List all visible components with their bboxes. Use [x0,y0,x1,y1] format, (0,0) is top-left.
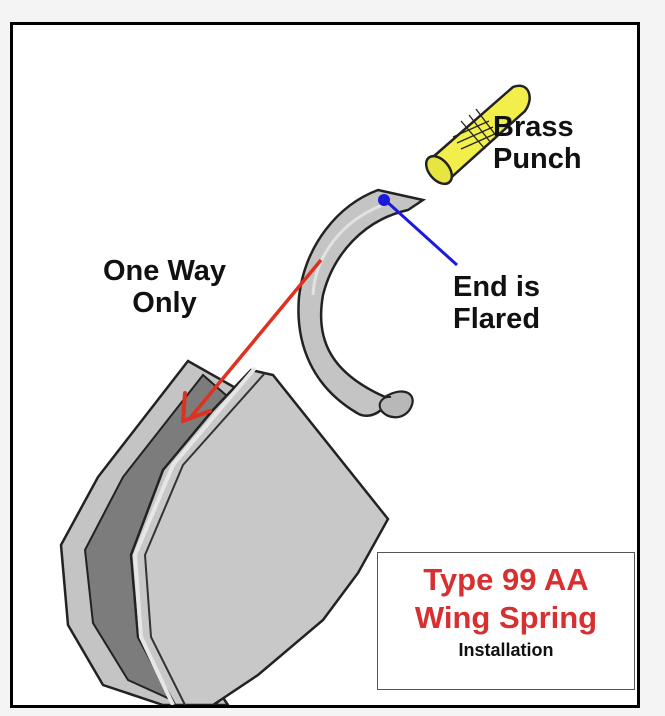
bracket-front-edge [143,372,266,705]
spring-body [297,188,427,419]
wing-spring-diagram [59,84,531,705]
end-flared-label: End is Flared [453,271,540,335]
direction-arrow [181,258,323,423]
wing-spring [297,188,427,419]
punch-body [431,84,531,186]
end-flared-label-line1: End is [453,271,541,303]
punch-knurling [452,108,498,150]
one-way-label-line2: Only [132,287,197,319]
brass-punch [424,84,531,186]
bracket-assembly [59,359,390,705]
title-line-1: Type 99 AA [423,562,589,597]
punch-tip [424,154,454,186]
pointer-dot [378,194,390,206]
spring-curl [378,390,414,419]
brass-punch-label-line1: Brass [493,111,574,143]
title-box: Type 99 AA Wing Spring Installation [377,552,635,690]
brass-punch-label: Brass Punch [493,111,582,175]
bracket-front-plate [129,368,390,705]
title-line-3: Installation [458,640,554,660]
arrow-head [181,391,212,423]
end-flared-label-line2: Flared [453,303,541,335]
flared-end-pointer [378,194,459,267]
title-line-2: Wing Spring [414,600,598,635]
diagram-frame: Brass Punch End is Flared One Way Only T… [10,22,640,708]
one-way-label-line1: One Way [103,255,227,287]
one-way-label: One Way Only [103,255,226,319]
brass-punch-label-line2: Punch [493,143,582,175]
